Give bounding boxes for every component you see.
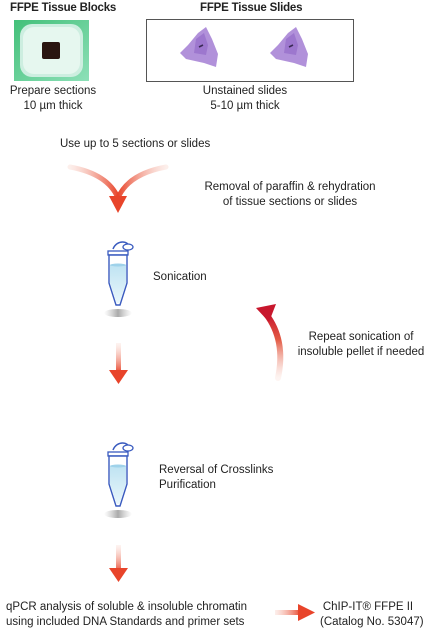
- product-catalog: (Catalog No. 53047): [320, 616, 424, 628]
- tissue-slides-image: [146, 19, 354, 82]
- removal-step: Removal of paraffin & rehydration of tis…: [170, 180, 410, 210]
- sonication-step: Sonication: [153, 271, 207, 283]
- qpcr-step-line2: using included DNA Standards and primer …: [6, 616, 245, 628]
- removal-step-line2: of tissue sections or slides: [222, 196, 358, 208]
- right-arrow-icon: [275, 604, 315, 621]
- product-name: ChIP-IT® FFPE II: [322, 601, 414, 613]
- blocks-header: FFPE Tissue Blocks: [10, 2, 117, 14]
- microcentrifuge-tube-icon: [104, 241, 134, 317]
- removal-step-line1: Removal of paraffin & rehydration: [204, 181, 376, 193]
- reversal-step-line1: Reversal of Crosslinks: [159, 464, 274, 476]
- sections-note: Use up to 5 sections or slides: [60, 138, 211, 150]
- reversal-step: Reversal of Crosslinks Purification: [159, 463, 273, 493]
- product-label: ChIP-IT® FFPE II (Catalog No. 53047): [320, 600, 424, 630]
- repeat-step-line1: Repeat sonication of: [308, 331, 414, 343]
- merge-arrow-icon: [67, 164, 169, 213]
- repeat-step: Repeat sonication of insoluble pellet if…: [296, 330, 426, 360]
- blocks-caption-line2: 10 µm thick: [23, 100, 83, 112]
- blocks-caption-line1: Prepare sections: [9, 85, 97, 97]
- slides-caption-line1: Unstained slides: [202, 85, 288, 97]
- blocks-caption: Prepare sections 10 µm thick: [3, 84, 103, 114]
- qpcr-step-line1: qPCR analysis of soluble & insoluble chr…: [6, 601, 247, 613]
- repeat-step-line2: insoluble pellet if needed: [297, 346, 425, 358]
- slides-caption: Unstained slides 5-10 µm thick: [185, 84, 305, 114]
- down-arrow-icon: [109, 545, 128, 582]
- slides-header: FFPE Tissue Slides: [200, 2, 303, 14]
- slides-caption-line2: 5-10 µm thick: [210, 100, 280, 112]
- qpcr-step: qPCR analysis of soluble & insoluble chr…: [6, 600, 247, 630]
- tissue-block-image: [14, 20, 89, 81]
- reversal-step-line2: Purification: [159, 479, 216, 491]
- microcentrifuge-tube-icon: [104, 442, 134, 518]
- repeat-arrow-icon: [256, 304, 284, 381]
- down-arrow-icon: [109, 343, 128, 384]
